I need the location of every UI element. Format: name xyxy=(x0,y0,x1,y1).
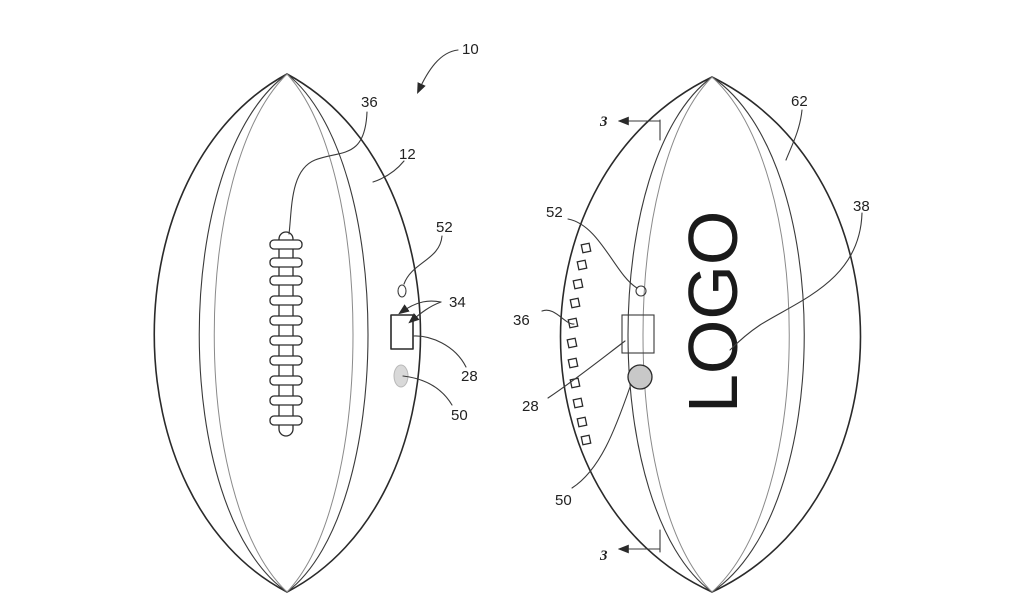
label-12: 12 xyxy=(399,146,416,163)
right-ball-seam-inner-right xyxy=(711,76,790,593)
lace-stub xyxy=(576,259,588,271)
lace-stub xyxy=(572,397,584,409)
leader-52-left xyxy=(403,235,443,285)
leader-12 xyxy=(372,160,405,183)
left-ball-seam-inner-right xyxy=(286,73,354,593)
section-label-bottom: 3 xyxy=(599,548,608,564)
lace-stitch xyxy=(269,257,303,268)
label-50-right: 50 xyxy=(555,492,572,509)
right-indicator-light xyxy=(635,285,647,297)
right-ball-seam-outer-left xyxy=(627,76,713,593)
lace-stitch xyxy=(269,295,303,306)
logo-text: LOGO xyxy=(674,211,752,413)
right-ball-seam-inner-left xyxy=(642,76,713,593)
label-52-left: 52 xyxy=(436,219,453,236)
left-ball-seam-outer-left xyxy=(198,73,288,593)
label-28-left: 28 xyxy=(461,368,478,385)
label-36-left: 36 xyxy=(361,94,378,111)
lace-stub xyxy=(567,317,579,329)
lace-stitch xyxy=(269,239,303,250)
left-charging-port xyxy=(390,314,414,350)
lace-stub xyxy=(569,377,581,389)
label-34: 34 xyxy=(449,294,466,311)
assembly-arrow xyxy=(417,49,459,95)
lace-stub xyxy=(580,434,592,446)
lace-stub xyxy=(566,337,578,349)
right-lace-stubs xyxy=(566,242,592,446)
label-28-right: 28 xyxy=(522,398,539,415)
leader-50-right xyxy=(571,386,631,489)
left-indicator-light xyxy=(397,284,407,298)
label-62: 62 xyxy=(791,93,808,110)
lace-stub xyxy=(569,297,581,309)
lace-stitch xyxy=(269,335,303,346)
leader-34-b xyxy=(408,301,442,324)
right-power-button xyxy=(627,364,653,390)
lace-stub xyxy=(567,357,579,369)
lace-stitch xyxy=(269,395,303,406)
reference-labels: 10 36 12 52 34 28 50 62 38 52 36 28 50 3… xyxy=(361,41,870,564)
leader-28-left xyxy=(412,335,467,368)
right-football: LOGO xyxy=(541,76,863,593)
leader-52-right xyxy=(567,218,638,289)
left-ball-seam-inner-left xyxy=(213,73,288,593)
leader-36-left xyxy=(288,111,368,235)
label-36-right: 36 xyxy=(513,312,530,329)
left-football xyxy=(153,49,467,593)
label-52-right: 52 xyxy=(546,204,563,221)
section-label-top: 3 xyxy=(599,114,608,130)
leader-36-right xyxy=(541,309,575,325)
label-38: 38 xyxy=(853,198,870,215)
lace-stitch xyxy=(269,415,303,426)
leader-34-a xyxy=(398,300,442,315)
label-10: 10 xyxy=(462,41,479,58)
leader-62 xyxy=(785,109,803,161)
label-50-left: 50 xyxy=(451,407,468,424)
leader-28-right xyxy=(547,340,626,399)
leader-50-left xyxy=(402,375,453,406)
lace-stitch xyxy=(269,375,303,386)
leader-38 xyxy=(729,212,863,351)
lace-stub xyxy=(576,416,588,428)
lace-stitch xyxy=(269,315,303,326)
lace-stitch xyxy=(269,275,303,286)
left-laces xyxy=(269,231,303,437)
right-ball-seam-outer-right xyxy=(711,76,805,593)
left-ball-seam-outer-right xyxy=(286,73,369,593)
lace-stitch xyxy=(269,355,303,366)
left-power-button xyxy=(393,364,409,388)
right-charging-port xyxy=(621,314,655,354)
lace-stub xyxy=(580,242,592,254)
lace-stub xyxy=(572,278,584,290)
